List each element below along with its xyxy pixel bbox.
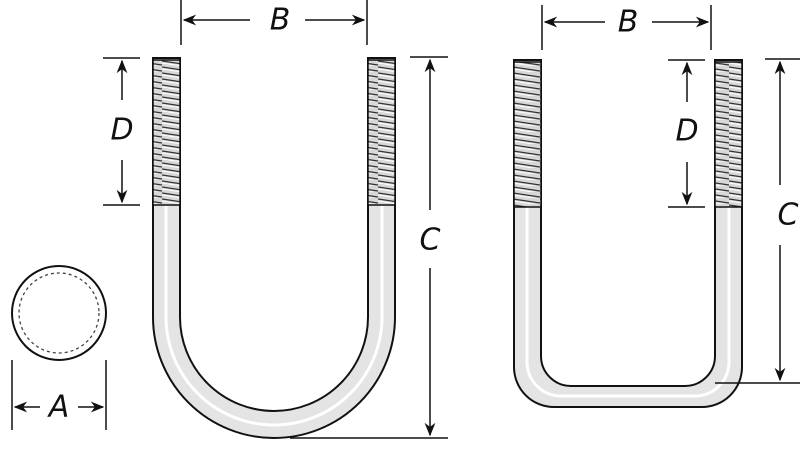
dimension-c-right: C bbox=[715, 58, 800, 384]
square-bend-u-bolt bbox=[513, 59, 743, 408]
dimension-c-left: C bbox=[290, 56, 448, 439]
label-b: B bbox=[618, 5, 639, 40]
dimension-d-left: D bbox=[103, 57, 140, 206]
label-c: C bbox=[420, 223, 441, 258]
thread-right-leg bbox=[714, 61, 743, 208]
thread-right-leg bbox=[367, 59, 396, 206]
label-d: D bbox=[675, 114, 698, 149]
rod-cross-section: A bbox=[11, 265, 107, 430]
round-bend-u-bolt bbox=[152, 57, 396, 439]
thread-left-leg bbox=[513, 61, 542, 208]
dimension-d-right: D bbox=[668, 59, 705, 208]
label-b: B bbox=[270, 3, 291, 38]
dimension-b-left: B bbox=[180, 0, 368, 45]
label-a: A bbox=[47, 390, 70, 425]
label-d: D bbox=[110, 113, 133, 148]
label-c: C bbox=[778, 198, 799, 233]
dimension-b-right: B bbox=[541, 5, 712, 50]
thread-left-leg bbox=[152, 59, 181, 206]
